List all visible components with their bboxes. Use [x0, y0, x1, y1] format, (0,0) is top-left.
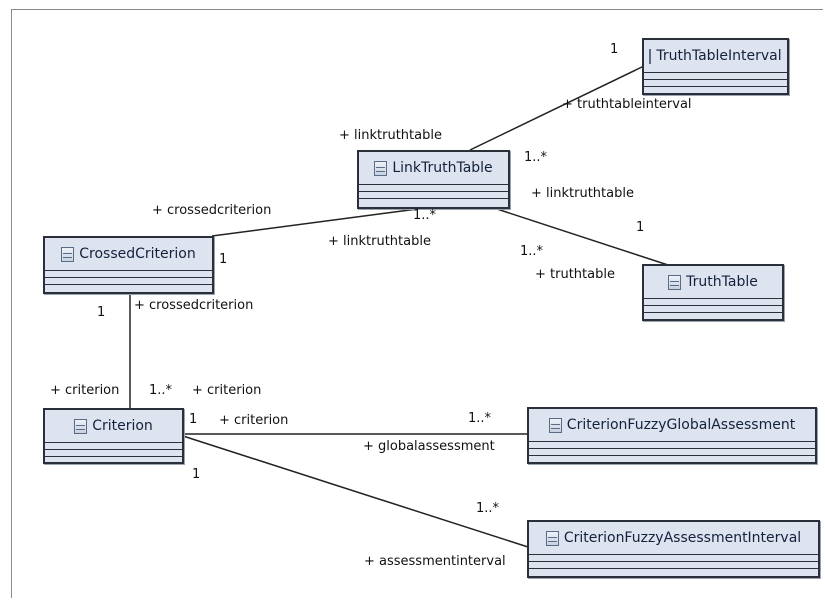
multiplicity-label: 1: [189, 412, 198, 427]
class-name: TruthTableInterval: [656, 48, 782, 64]
assoc-crossed-link: [211, 207, 426, 237]
role-label: + crossedcriterion: [134, 298, 254, 313]
class-criterion-fuzzy-global-assessment[interactable]: CriterionFuzzyGlobalAssessment: [527, 407, 817, 464]
class-truth-table[interactable]: TruthTable: [642, 264, 784, 321]
multiplicity-label: 1: [610, 42, 619, 57]
assoc-criterion-interval: [182, 435, 529, 548]
role-label: + truthtable: [535, 267, 615, 282]
class-name: Criterion: [92, 418, 153, 434]
multiplicity-label: 1..*: [468, 411, 492, 426]
role-label: + linktruthtable: [531, 186, 634, 201]
multiplicity-label: 1: [636, 220, 645, 235]
multiplicity-label: 1: [97, 305, 106, 320]
role-label: + crossedcriterion: [152, 203, 272, 218]
class-icon: [61, 246, 75, 262]
class-name: LinkTruthTable: [392, 160, 493, 176]
role-label: + globalassessment: [363, 439, 495, 454]
multiplicity-label: 1..*: [149, 383, 173, 398]
class-icon: [548, 417, 562, 433]
multiplicity-label: 1..*: [476, 501, 500, 516]
class-icon: [649, 48, 652, 64]
class-icon: [74, 418, 88, 434]
class-icon: [374, 160, 388, 176]
assoc-link-interval: [469, 65, 645, 151]
class-name: CriterionFuzzyAssessmentInterval: [563, 530, 802, 546]
class-link-truth-table[interactable]: LinkTruthTable: [357, 150, 510, 209]
role-label: + criterion: [192, 383, 262, 398]
class-name: CrossedCriterion: [79, 246, 196, 262]
role-label: + criterion: [50, 383, 120, 398]
diagram-canvas: [11, 9, 823, 598]
role-label: + linktruthtable: [339, 128, 442, 143]
multiplicity-label: 1..*: [524, 150, 548, 165]
class-icon: [668, 274, 682, 290]
assoc-link-truthtable: [496, 208, 669, 266]
multiplicity-label: 1: [192, 467, 201, 482]
multiplicity-label: 1..*: [413, 208, 437, 223]
class-criterion[interactable]: Criterion: [43, 408, 184, 464]
class-icon: [545, 530, 559, 546]
role-label: + assessmentinterval: [364, 554, 506, 569]
role-label: + linktruthtable: [328, 234, 431, 249]
class-criterion-fuzzy-assessment-interval[interactable]: CriterionFuzzyAssessmentInterval: [527, 520, 820, 578]
class-name: CriterionFuzzyGlobalAssessment: [566, 417, 796, 433]
class-truth-table-interval[interactable]: TruthTableInterval: [642, 38, 789, 95]
multiplicity-label: 1: [219, 252, 228, 267]
role-label: + criterion: [219, 413, 289, 428]
class-name: TruthTable: [686, 274, 758, 290]
multiplicity-label: 1..*: [520, 244, 544, 259]
class-crossed-criterion[interactable]: CrossedCriterion: [43, 236, 214, 294]
role-label: + truthtableinterval: [562, 97, 692, 112]
